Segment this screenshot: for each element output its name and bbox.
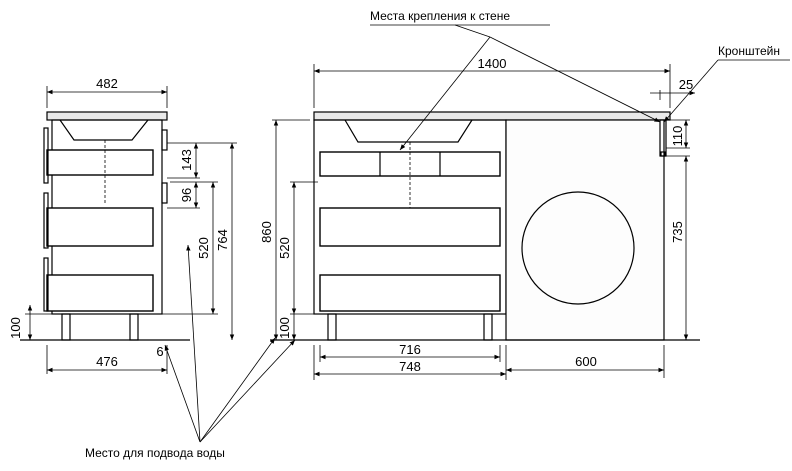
front-leg-right: [483, 313, 493, 341]
dim-label-520-side: 520: [196, 237, 211, 259]
dim-label-96: 96: [179, 188, 194, 202]
washing-machine: [505, 119, 665, 341]
front-countertop: [313, 111, 671, 121]
dim-label-764: 764: [215, 229, 230, 251]
dim-label-1400: 1400: [478, 56, 507, 71]
dim-label-100-side: 100: [8, 317, 23, 339]
front-view: 1400 25 110 735 860 520 100 716: [259, 56, 700, 380]
dim-label-860: 860: [259, 221, 274, 243]
side-countertop: [46, 111, 168, 121]
front-drawer-2: [319, 207, 501, 247]
side-leg-front: [61, 313, 71, 341]
dim-label-748: 748: [399, 359, 421, 374]
dim-label-6: 6: [156, 344, 163, 359]
dim-label-143: 143: [179, 149, 194, 171]
side-handle-2: [43, 192, 49, 249]
front-leg-left: [327, 313, 337, 341]
side-back-bracket-top: [161, 129, 168, 151]
side-handle-3: [43, 257, 49, 312]
front-drawer-3: [319, 274, 501, 312]
label-wall-mount: Места крепления к стене: [370, 9, 510, 23]
washing-machine-door: [521, 191, 635, 305]
dim-label-735: 735: [670, 221, 685, 243]
leader-wall-mount-1: [489, 36, 661, 123]
leader-bracket: [663, 59, 719, 123]
side-sink-bowl: [59, 119, 149, 141]
side-back-bracket: [161, 182, 168, 204]
label-bracket: Кронштейн: [718, 44, 780, 58]
side-drawer-3: [46, 274, 154, 312]
dim-label-600: 600: [575, 354, 597, 369]
side-view: 482 143 96 520 764 100 476 6: [8, 76, 237, 374]
dim-label-476: 476: [96, 354, 118, 369]
side-handle-1: [43, 127, 49, 184]
front-sink-bowl: [344, 119, 473, 143]
label-water-supply: Место для подвода воды: [85, 446, 225, 460]
side-drawer-2: [46, 207, 154, 247]
leader-wall-mount-2: [399, 36, 491, 151]
dim-label-100-front: 100: [277, 317, 292, 339]
dim-label-25: 25: [679, 77, 693, 92]
dim-label-482: 482: [96, 76, 118, 91]
dim-label-520-front: 520: [277, 237, 292, 259]
side-leg-back: [129, 313, 139, 341]
dim-label-110: 110: [670, 126, 685, 147]
dim-label-716: 716: [399, 342, 421, 357]
annotations: Места крепления к стене Кронштейн Место …: [85, 9, 790, 460]
side-drawer-1: [46, 149, 154, 176]
